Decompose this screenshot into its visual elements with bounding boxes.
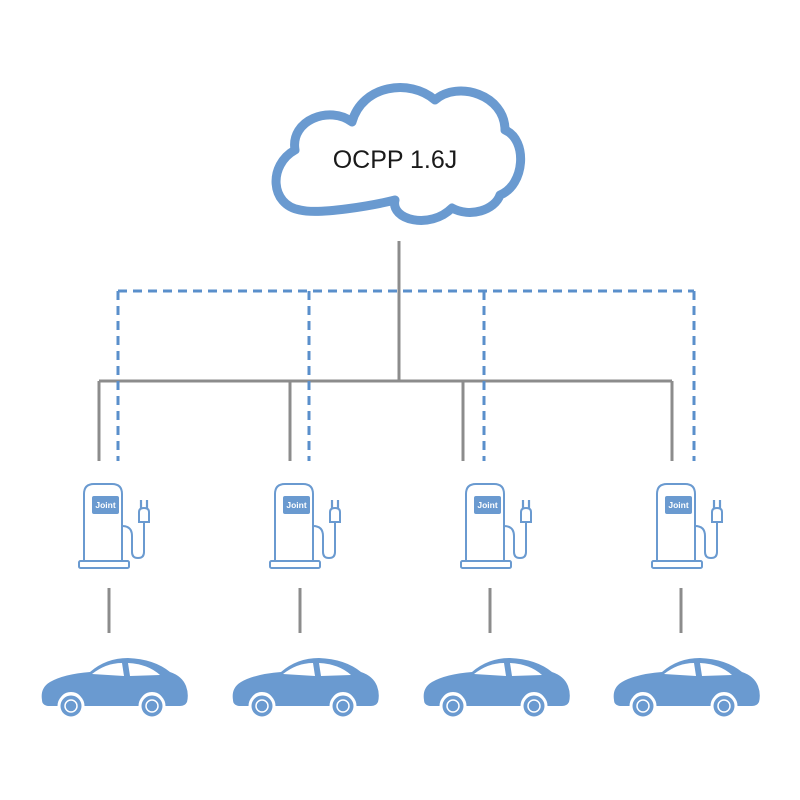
charger-1: Joint <box>77 482 151 570</box>
wired-connection-lines <box>97 241 674 461</box>
charger-3: Joint <box>459 482 533 570</box>
car-icon <box>231 656 381 720</box>
car-icon <box>422 656 572 720</box>
charger-label: Joint <box>95 500 115 510</box>
charger-label: Joint <box>668 500 688 510</box>
cloud-label: OCPP 1.6J <box>333 146 458 174</box>
car-icon <box>40 656 190 720</box>
car-icon <box>612 656 762 720</box>
charger-2: Joint <box>268 482 342 570</box>
cloud-icon: OCPP 1.6J <box>271 83 525 225</box>
wireless-connection-lines <box>116 289 696 461</box>
charger-label: Joint <box>477 500 497 510</box>
charger-car-lines <box>107 588 683 633</box>
charger-4: Joint <box>650 482 724 570</box>
charger-label: Joint <box>286 500 306 510</box>
